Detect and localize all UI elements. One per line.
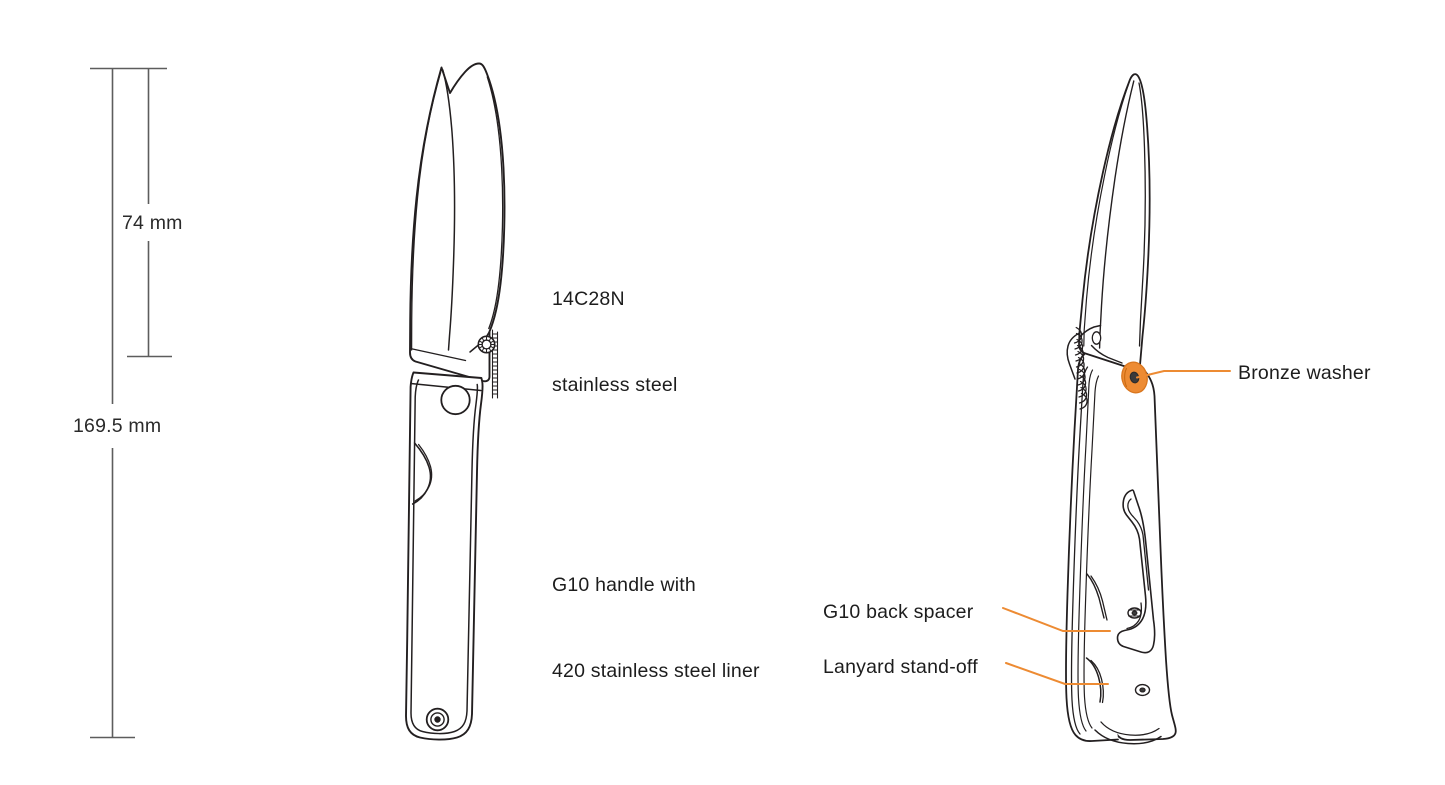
- callout-label-g10-back-spacer: G10 back spacer: [823, 601, 974, 623]
- pocket-clip-screws: [1127, 607, 1151, 697]
- closed-view-liner-line-2: [1077, 369, 1094, 732]
- g10-back-spacer-leader: [1002, 607, 1111, 632]
- pocket-clip-outline: [1116, 489, 1156, 654]
- g10-back-spacer-facet: [1086, 573, 1105, 619]
- handle-outline: [405, 371, 484, 741]
- blade-spine-relief: [486, 76, 504, 330]
- blade-material-spec: 14C28N stainless steel: [552, 228, 677, 456]
- closed-view-butt-line: [1094, 729, 1162, 745]
- blade-length-label: 74 mm: [117, 209, 188, 237]
- blade-grind-line: [442, 69, 456, 351]
- closed-view-butt-inner: [1100, 721, 1160, 736]
- pivot-screw: [440, 384, 471, 416]
- bronze-washer-leader: [1136, 370, 1231, 379]
- closed-view-liner-line-3: [1083, 375, 1100, 729]
- closed-view-blade-grind-2: [1083, 83, 1130, 347]
- handle-material-spec: G10 handle with 420 stainless steel line…: [552, 514, 760, 742]
- closed-view-blade-spine-line: [1138, 82, 1146, 347]
- overall-length-label: 169.5 mm: [68, 412, 167, 440]
- closed-view-lockbar-line: [1090, 344, 1123, 364]
- closed-view-backspring-outline: [1066, 332, 1081, 380]
- pocket-clip-inner-line: [1127, 498, 1150, 591]
- handle-scale-inner-line: [410, 379, 479, 735]
- g10-back-spacer-facet-2: [1090, 575, 1108, 621]
- pocket-clip-screw-1-core: [1131, 610, 1138, 616]
- handle-top-edge-line: [410, 382, 482, 392]
- handle-finger-groove: [411, 442, 432, 505]
- handle-material-line-1: G10 handle with: [552, 574, 696, 596]
- closed-view-liner-line-1: [1070, 366, 1089, 735]
- blade-material-line-2: stainless steel: [552, 373, 678, 396]
- bronze-washer-highlight: [1124, 367, 1128, 388]
- pocket-clip-lower-inner-line: [1126, 602, 1143, 630]
- handle-material-line-2: 420 stainless steel liner: [552, 659, 760, 682]
- blade-material-line-1: 14C28N: [552, 288, 625, 310]
- closed-view-coil-spring: [1073, 326, 1088, 410]
- closed-view-stop-pin-hole: [1091, 331, 1102, 345]
- handle-finger-groove-inner: [414, 443, 433, 502]
- lanyard-stand-off-leader: [1005, 662, 1109, 685]
- blade-outline: [409, 62, 506, 383]
- callout-label-lanyard-stand-off: Lanyard stand-off: [823, 656, 978, 678]
- lanyard-stand-off-wedge: [1085, 657, 1102, 703]
- closed-view-blade-grind: [1098, 80, 1135, 349]
- lanyard-stand-off-wedge-2: [1090, 659, 1105, 704]
- pocket-clip-screw-2-core: [1139, 687, 1146, 693]
- callout-label-bronze-washer: Bronze washer: [1238, 362, 1371, 384]
- blade-edge-bevel: [410, 71, 442, 351]
- thumb-stud-knurling: [477, 335, 496, 354]
- blade-ricasso-line: [409, 347, 467, 362]
- lanyard-screw-center: [434, 716, 441, 723]
